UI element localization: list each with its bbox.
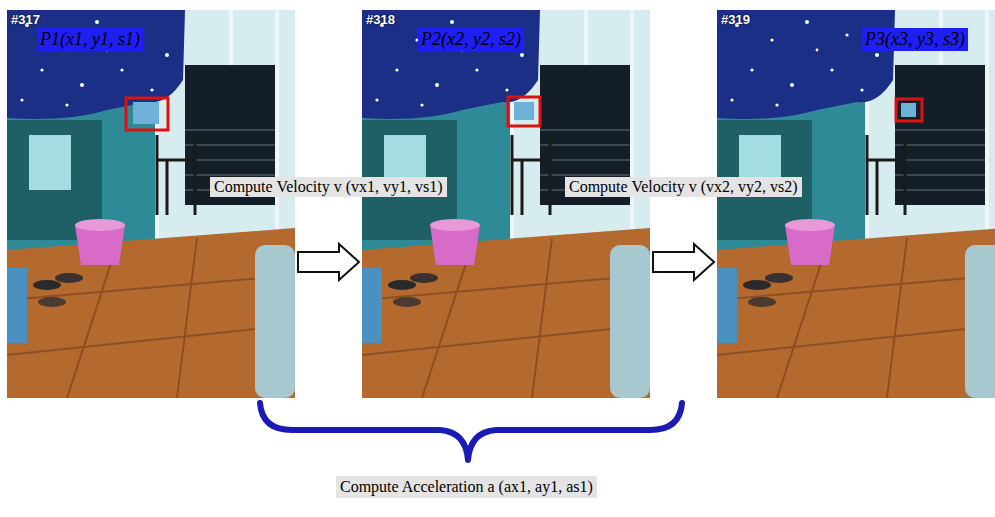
video-frame	[717, 10, 995, 398]
step-text: Compute Acceleration a (ax1, ay1, as1)	[340, 478, 593, 495]
video-frame-box: #317P1(x1, y1, s1)	[7, 10, 295, 398]
video-frame	[362, 10, 650, 398]
block-arrow	[298, 244, 359, 280]
room-scene	[7, 10, 295, 398]
position-label: P1(x1, y1, s1)	[37, 28, 143, 51]
video-frame-box: #318P2(x2, y2, s2)	[362, 10, 650, 398]
position-label: P2(x2, y2, s2)	[418, 28, 524, 51]
target-box	[896, 99, 922, 121]
frame-number: #317	[11, 12, 40, 27]
position-text: P3(x3, y3, s3)	[865, 29, 965, 49]
room-scene	[717, 10, 995, 398]
target-object	[514, 102, 534, 120]
curly-bracket	[260, 403, 682, 460]
velocity-label: Compute Velocity v (vx2, vy2, vs2)	[565, 177, 802, 197]
video-frame	[7, 10, 295, 398]
position-label: P3(x3, y3, s3)	[862, 28, 968, 51]
step-text: Compute Velocity v (vx2, vy2, vs2)	[569, 178, 798, 195]
position-text: P2(x2, y2, s2)	[421, 29, 521, 49]
video-frame-box: #319P3(x3, y3, s3)	[717, 10, 995, 398]
target-object	[133, 102, 159, 124]
acceleration-box: Compute Acceleration a (ax1, ay1, as1)	[336, 476, 597, 498]
frame-number: #319	[721, 12, 750, 27]
frame-number: #318	[366, 12, 395, 27]
target-box	[126, 98, 168, 130]
step-text: Compute Velocity v (vx1, vy1, vs1)	[214, 178, 443, 195]
velocity-label: Compute Velocity v (vx1, vy1, vs1)	[210, 177, 447, 197]
room-scene	[362, 10, 650, 398]
block-arrow	[653, 244, 714, 280]
position-text: P1(x1, y1, s1)	[40, 29, 140, 49]
target-box	[508, 97, 540, 126]
target-object	[901, 103, 916, 117]
